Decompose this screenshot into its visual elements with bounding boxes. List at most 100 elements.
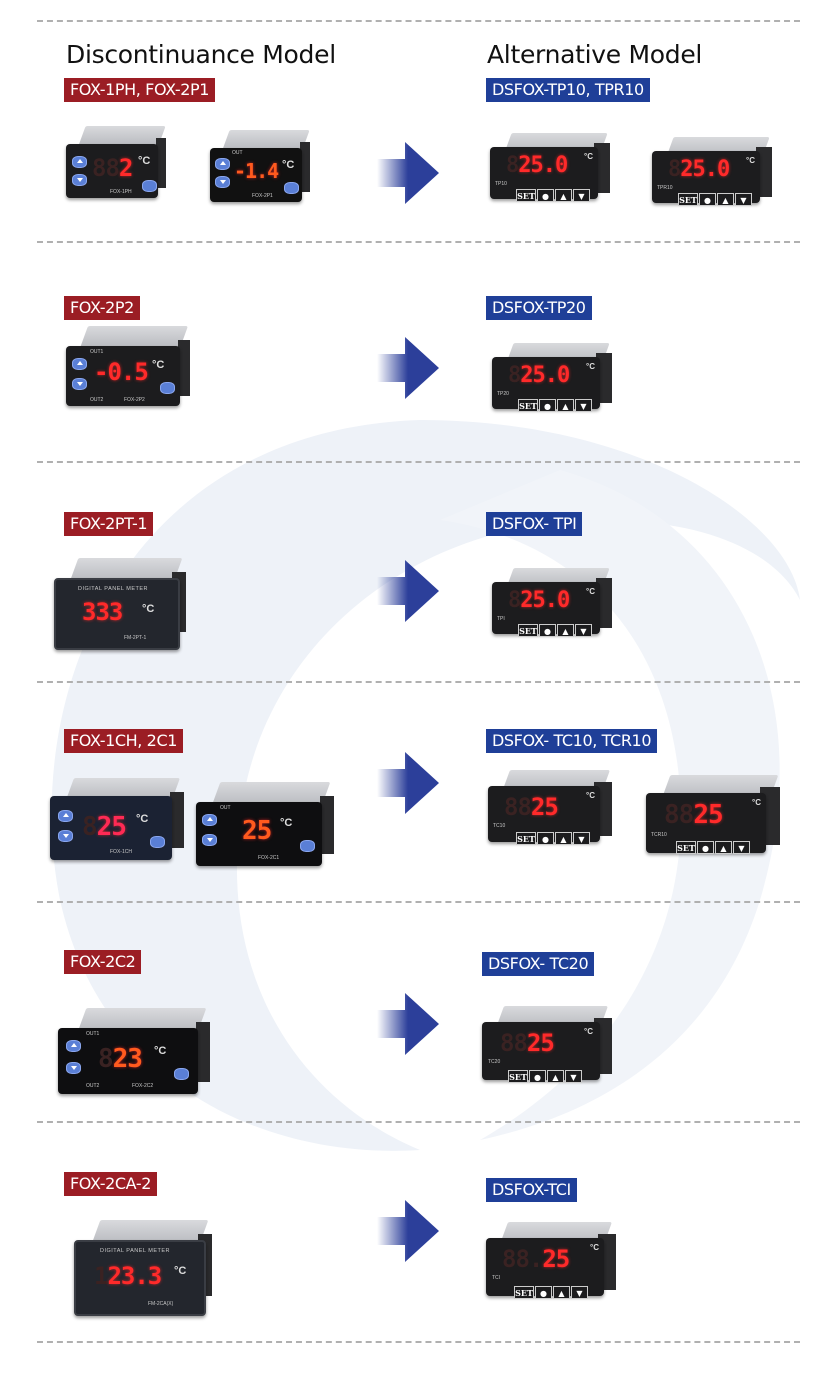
divider bbox=[37, 461, 800, 463]
discontinued-tag-row-5: FOX-2C2 bbox=[64, 950, 142, 974]
unit-label: °C bbox=[752, 798, 761, 807]
down-button-icon bbox=[72, 378, 87, 390]
out-label: OUT bbox=[220, 805, 231, 811]
led-display: 823 bbox=[98, 1044, 143, 1074]
dsfox-tpi-controller-image: 825.0 °C TPI SET ● ▲ ▼ bbox=[492, 568, 617, 648]
fox-2c2-controller-image: OUT1 823 °C OUT2 FOX-2C2 bbox=[58, 1008, 212, 1098]
down-button-icon bbox=[215, 176, 230, 188]
down-key: ▼ bbox=[575, 624, 592, 637]
led-display: 825.0 bbox=[506, 153, 568, 178]
up-button-icon bbox=[72, 156, 87, 168]
dsfox-tc20-controller-image: 8825 °C TC20 SET ● ▲ ▼ bbox=[482, 1006, 618, 1094]
up-button-icon bbox=[58, 810, 73, 822]
unit-label: °C bbox=[584, 1027, 593, 1036]
out1-label: OUT1 bbox=[90, 349, 104, 355]
out2-label: OUT2 bbox=[90, 397, 104, 403]
down-key: ▼ bbox=[565, 1070, 582, 1083]
unit-label: °C bbox=[142, 603, 155, 615]
unit-label: °C bbox=[174, 1265, 187, 1277]
set-key: SET bbox=[516, 832, 536, 845]
led-display: 882 bbox=[92, 154, 133, 182]
unit-label: °C bbox=[282, 159, 295, 171]
down-key: ▼ bbox=[573, 189, 590, 202]
model-mark: TP20 bbox=[497, 391, 509, 397]
panel-meter-label: DIGITAL PANEL METER bbox=[100, 1248, 171, 1254]
up-button-icon bbox=[202, 814, 217, 826]
panel-meter-label: DIGITAL PANEL METER bbox=[78, 586, 149, 592]
unit-label: °C bbox=[746, 156, 755, 165]
down-button-icon bbox=[72, 174, 87, 186]
up-key: ▲ bbox=[555, 832, 572, 845]
set-key: SET bbox=[508, 1070, 528, 1083]
arrow-right-icon bbox=[377, 1200, 439, 1262]
set-button-icon bbox=[284, 182, 299, 194]
keypad: SET ● ▲ ▼ bbox=[516, 832, 591, 846]
divider bbox=[37, 20, 800, 22]
arrow-right-icon bbox=[377, 142, 439, 204]
fox-2c1-controller-image: OUT 25 °C FOX-2C1 bbox=[196, 782, 336, 870]
led-display: 25 bbox=[242, 816, 272, 846]
down-button-icon bbox=[202, 834, 217, 846]
dsfox-tpr10-controller-image: 825.0 °C TPR10 SET ● ▲ ▼ bbox=[652, 137, 777, 217]
dot-key: ● bbox=[529, 1070, 546, 1083]
led-display: 333 bbox=[82, 598, 123, 626]
divider bbox=[37, 1341, 800, 1343]
discontinued-tag-row-1: FOX-1PH, FOX-2P1 bbox=[64, 78, 216, 102]
keypad: SET ● ▲ ▼ bbox=[514, 1286, 589, 1300]
unit-label: °C bbox=[590, 1243, 599, 1252]
model-mark: FOX-2C2 bbox=[132, 1083, 154, 1089]
dot-key: ● bbox=[697, 841, 714, 854]
unit-label: °C bbox=[138, 155, 151, 167]
out2-label: OUT2 bbox=[86, 1083, 100, 1089]
led-display: 825.0 bbox=[668, 157, 730, 182]
set-key: SET bbox=[518, 624, 538, 637]
dsfox-tcr10-controller-image: 8825 °C TCR10 SET ● ▲ ▼ bbox=[646, 775, 786, 867]
discontinued-tag-row-3: FOX-2PT-1 bbox=[64, 512, 154, 536]
model-mark: TCR10 bbox=[651, 832, 667, 838]
arrow-right-icon bbox=[377, 337, 439, 399]
dsfox-tp10-controller-image: 825.0 °C TP10 SET ● ▲ ▼ bbox=[490, 133, 615, 213]
keypad: SET ● ▲ ▼ bbox=[518, 399, 593, 413]
alternative-tag-row-2: DSFOX-TP20 bbox=[486, 296, 592, 320]
led-display: 123.3 bbox=[94, 1262, 162, 1290]
model-mark: TC10 bbox=[493, 823, 506, 829]
model-mark: FM-2PT-1 bbox=[124, 635, 147, 641]
unit-label: °C bbox=[586, 362, 595, 371]
keypad: SET ● ▲ ▼ bbox=[508, 1070, 583, 1084]
led-display: 8825 bbox=[500, 1029, 555, 1057]
fox-1ch-controller-image: 825 °C FOX-1CH bbox=[50, 778, 186, 864]
led-display: -1.4 bbox=[234, 159, 279, 183]
alternative-tag-row-5: DSFOX- TC20 bbox=[482, 952, 595, 976]
up-key: ▲ bbox=[555, 189, 572, 202]
dot-key: ● bbox=[537, 189, 554, 202]
alternative-tag-row-1: DSFOX-TP10, TPR10 bbox=[486, 78, 650, 102]
model-mark: FOX-1PH bbox=[110, 189, 132, 195]
model-mark: TPI bbox=[497, 616, 505, 622]
model-mark: FOX-2P2 bbox=[124, 397, 145, 403]
keypad: SET ● ▲ ▼ bbox=[518, 624, 593, 638]
up-key: ▲ bbox=[715, 841, 732, 854]
alternative-model-heading: Alternative Model bbox=[487, 40, 703, 69]
model-mark: TC20 bbox=[488, 1059, 501, 1065]
arrow-right-icon bbox=[377, 993, 439, 1055]
unit-label: °C bbox=[586, 791, 595, 800]
fox-2p1-controller-image: OUT -1.4 °C FOX-2P1 bbox=[210, 130, 310, 206]
unit-label: °C bbox=[154, 1045, 167, 1057]
model-mark: TPR10 bbox=[657, 185, 673, 191]
up-key: ▲ bbox=[557, 624, 574, 637]
set-key: SET bbox=[518, 399, 538, 412]
set-key: SET bbox=[678, 193, 698, 206]
discontinued-model-heading: Discontinuance Model bbox=[66, 40, 336, 69]
model-mark: TCI bbox=[492, 1275, 501, 1281]
dot-key: ● bbox=[539, 624, 556, 637]
set-key: SET bbox=[676, 841, 696, 854]
alternative-tag-row-4: DSFOX- TC10, TCR10 bbox=[486, 729, 658, 753]
discontinued-tag-row-4: FOX-1CH, 2C1 bbox=[64, 729, 183, 753]
up-key: ▲ bbox=[547, 1070, 564, 1083]
fox-1ph-controller-image: 882 °C FOX-1PH bbox=[66, 126, 166, 202]
down-key: ▼ bbox=[733, 841, 750, 854]
set-key: SET bbox=[516, 189, 536, 202]
dot-key: ● bbox=[535, 1286, 552, 1299]
model-mark: FOX-1CH bbox=[110, 849, 132, 855]
